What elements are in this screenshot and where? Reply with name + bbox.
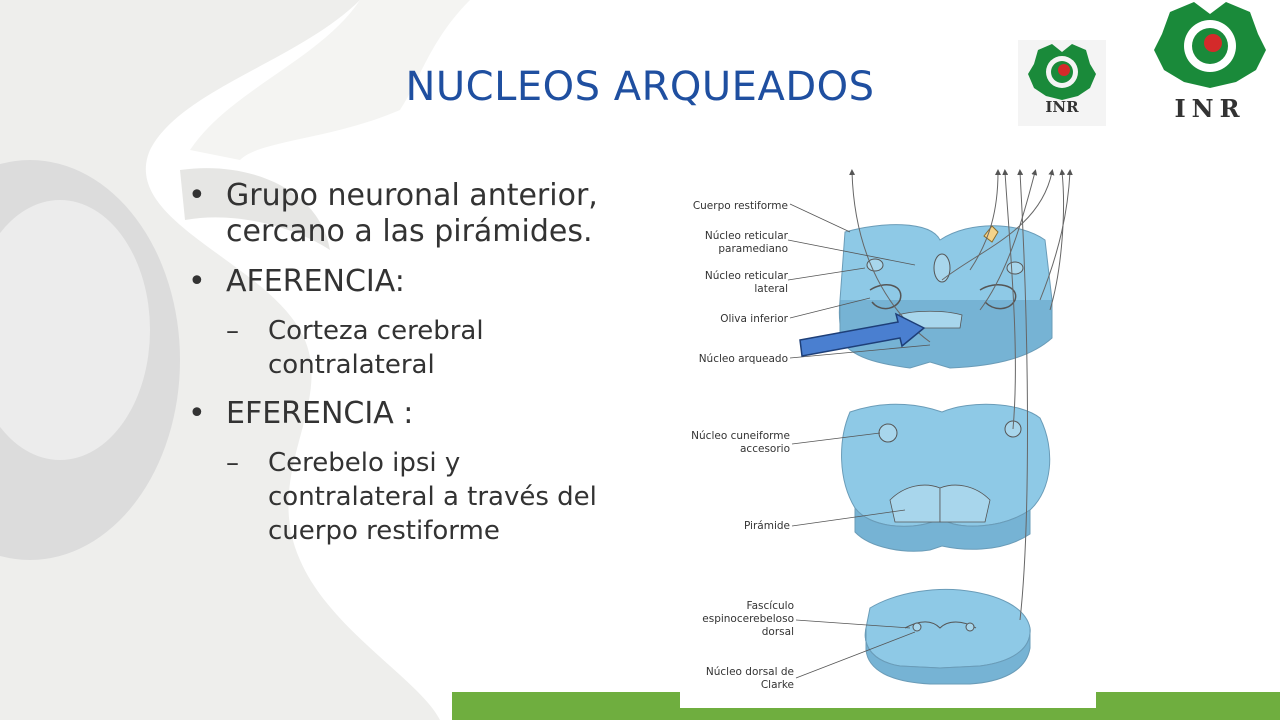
inr-logo-large: INR bbox=[1140, 0, 1280, 126]
bullet-afferent: AFERENCIA: bbox=[188, 264, 628, 300]
label-piramide: Pirámide bbox=[743, 520, 790, 532]
inr-logo-large-text: INR bbox=[1174, 94, 1246, 123]
label-nucleo-dorsal-clarke: Núcleo dorsal de Clarke bbox=[705, 666, 794, 691]
sub-bullet-afferent-source: Corteza cerebral contralateral bbox=[226, 314, 628, 382]
label-nucleo-reticular-lateral: Núcleo reticular lateral bbox=[704, 270, 788, 295]
inr-logo-small-text: INR bbox=[1045, 98, 1079, 116]
sub-bullet-efferent-target: Cerebelo ipsi y contralateral a través d… bbox=[226, 446, 628, 548]
bullet-location: Grupo neuronal anterior, cercano a las p… bbox=[188, 178, 628, 250]
label-nucleo-arqueado: Núcleo arqueado bbox=[698, 353, 788, 365]
brainstem-diagram: Cuerpo restiforme Núcleo reticular param… bbox=[680, 150, 1096, 708]
label-cuerpo-restiforme: Cuerpo restiforme bbox=[692, 200, 788, 212]
inr-logo-large-graphic bbox=[1154, 2, 1266, 88]
label-nucleo-cuneiforme-accesorio: Núcleo cuneiforme accesorio bbox=[691, 430, 790, 455]
label-oliva-inferior: Oliva inferior bbox=[720, 313, 788, 325]
bullet-list: Grupo neuronal anterior, cercano a las p… bbox=[188, 178, 628, 562]
inr-logo-small: INR bbox=[1018, 40, 1106, 126]
bullet-efferent: EFERENCIA : bbox=[188, 396, 628, 432]
label-nucleo-reticular-paramediano: Núcleo reticular paramediano bbox=[704, 230, 788, 255]
slide-title: NUCLEOS ARQUEADOS bbox=[405, 64, 875, 110]
highlight-arrow bbox=[799, 312, 926, 357]
brainstem-diagram-graphic bbox=[787, 169, 1073, 685]
inr-logo-small-graphic bbox=[1028, 44, 1096, 100]
label-fasciculo-espinocerebeloso-dorsal: Fascículo espinocerebeloso dorsal bbox=[702, 600, 794, 638]
